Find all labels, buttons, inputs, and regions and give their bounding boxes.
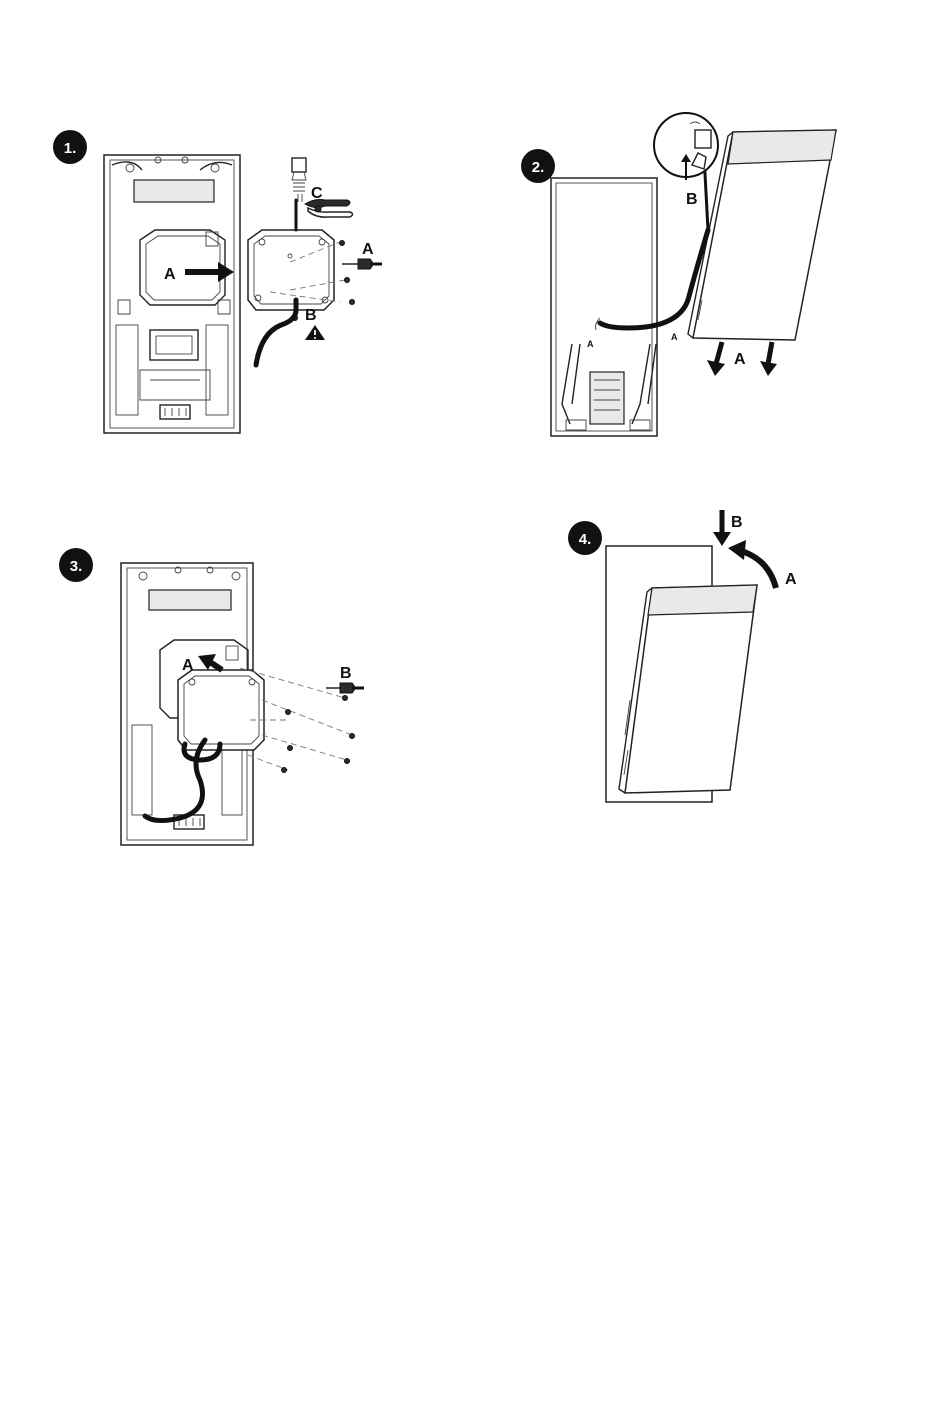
screwdriver-icon bbox=[342, 259, 382, 269]
step-2-number: 2. bbox=[532, 159, 545, 176]
step4-label-b: B bbox=[731, 514, 743, 531]
step4-arrow-a bbox=[728, 540, 776, 588]
step2-label-a-right: A bbox=[671, 332, 678, 342]
step2-label-b: B bbox=[686, 191, 698, 208]
warning-triangle-icon bbox=[305, 325, 325, 340]
step2-label-a-left: A bbox=[587, 339, 594, 349]
step4-arrow-b bbox=[713, 510, 731, 546]
step1-cover-plate bbox=[248, 230, 334, 310]
step1-label-a-arrow: A bbox=[164, 266, 176, 283]
step1-label-c: C bbox=[311, 185, 323, 202]
step2-label-a-bottom: A bbox=[734, 351, 746, 368]
step-3: 3. bbox=[59, 548, 364, 845]
cable-connector-icon bbox=[292, 158, 306, 202]
wire-stripper-icon bbox=[305, 200, 353, 218]
step-4: 4. B A bbox=[568, 510, 797, 802]
step4-label-a: A bbox=[785, 571, 797, 588]
step-3-number: 3. bbox=[70, 558, 83, 575]
screwdriver-icon bbox=[326, 683, 364, 693]
step1-label-b: B bbox=[305, 307, 317, 324]
step2-wall-panel bbox=[551, 178, 657, 436]
step-1: 1. A bbox=[53, 130, 382, 433]
step3-label-b: B bbox=[340, 665, 352, 682]
step-1-number: 1. bbox=[64, 140, 77, 157]
step-4-number: 4. bbox=[579, 531, 592, 548]
step1-back-plate bbox=[104, 155, 240, 433]
step2-zoom-detail bbox=[654, 113, 718, 180]
step3-label-a: A bbox=[182, 657, 194, 674]
step1-label-a-top: A bbox=[362, 241, 374, 258]
step-2: 2. A A bbox=[521, 113, 836, 436]
